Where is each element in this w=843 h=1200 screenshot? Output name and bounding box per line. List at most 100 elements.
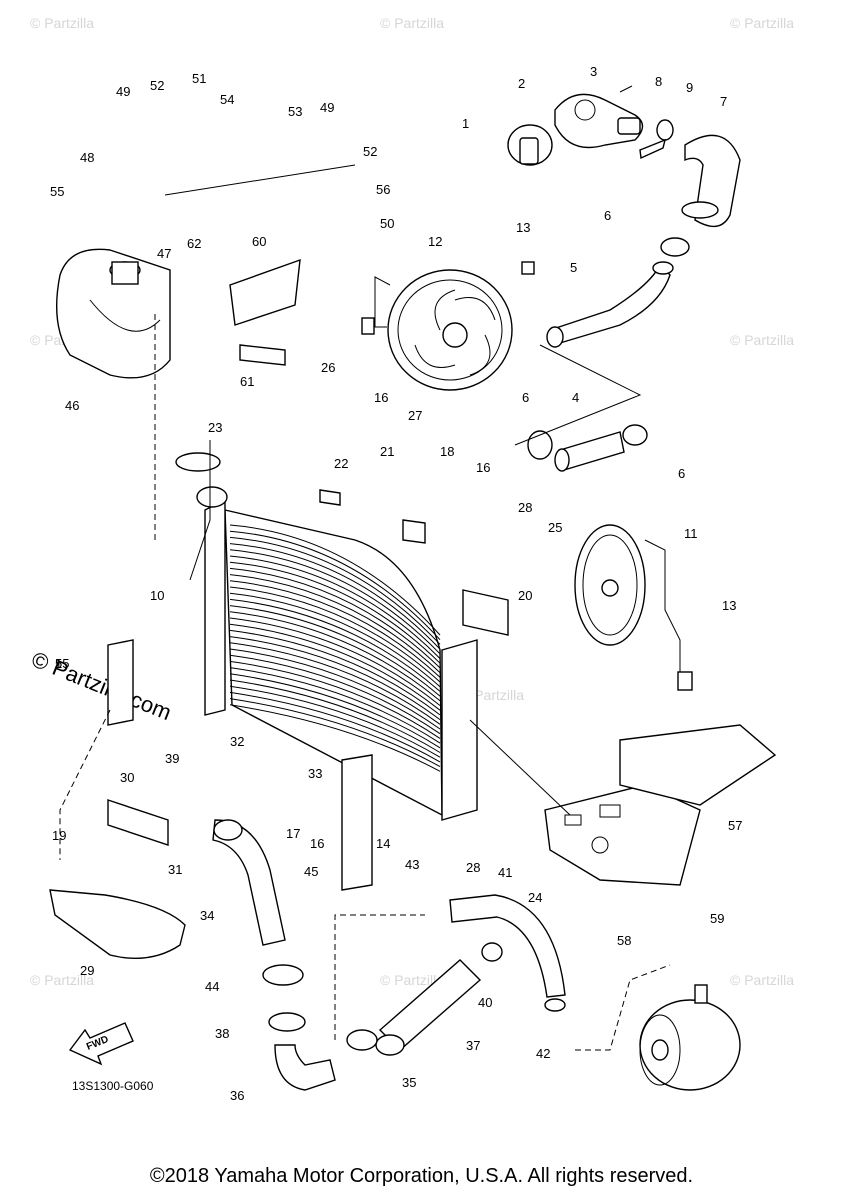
- callout-15: 15: [55, 656, 69, 671]
- callout-4: 4: [572, 390, 579, 405]
- callout-42: 42: [536, 1046, 550, 1061]
- fan-motor-12: [361, 261, 535, 391]
- callout-37: 37: [466, 1038, 480, 1053]
- callout-8: 8: [655, 74, 662, 89]
- bracket-60: [229, 258, 301, 326]
- sponge-14: [341, 754, 373, 891]
- callout-33: 33: [308, 766, 322, 781]
- callout-59: 59: [710, 911, 724, 926]
- callout-39: 39: [165, 751, 179, 766]
- callout-51: 51: [192, 71, 206, 86]
- callout-3: 3: [590, 64, 597, 79]
- callout-6: 6: [522, 390, 529, 405]
- callout-5: 5: [570, 260, 577, 275]
- callout-28: 28: [518, 500, 532, 515]
- callout-62: 62: [187, 236, 201, 251]
- callout-12: 12: [428, 234, 442, 249]
- callout-29: 29: [80, 963, 94, 978]
- callout-40: 40: [478, 995, 492, 1010]
- copyright-notice: ©2018 Yamaha Motor Corporation, U.S.A. A…: [149, 1165, 694, 1187]
- callout-6: 6: [678, 466, 685, 481]
- callout-18: 18: [440, 444, 454, 459]
- cover-29: [49, 889, 186, 960]
- callout-20: 20: [518, 588, 532, 603]
- callout-21: 21: [380, 444, 394, 459]
- callout-34: 34: [200, 908, 214, 923]
- callout-49: 49: [116, 84, 130, 99]
- reservoir-tank-46: [56, 248, 171, 379]
- callout-43: 43: [405, 857, 419, 872]
- callout-45: 45: [304, 864, 318, 879]
- callout-17: 17: [286, 826, 300, 841]
- sponge-61: [239, 344, 286, 366]
- water-pump: [639, 984, 741, 1091]
- callout-26: 26: [321, 360, 335, 375]
- callout-10: 10: [150, 588, 164, 603]
- callout-19: 19: [52, 828, 66, 843]
- callout-30: 30: [120, 770, 134, 785]
- callout-14: 14: [376, 836, 390, 851]
- callout-58: 58: [617, 933, 631, 948]
- callout-7: 7: [720, 94, 727, 109]
- callout-11: 11: [684, 526, 698, 541]
- callout-16: 16: [476, 460, 490, 475]
- diagram-code: 13S1300-G060: [72, 1079, 154, 1093]
- callout-50: 50: [380, 216, 394, 231]
- callout-36: 36: [230, 1088, 244, 1103]
- callout-38: 38: [215, 1026, 229, 1041]
- sponge-22: [319, 489, 341, 506]
- callout-47: 47: [157, 246, 171, 261]
- watermark: © Partzilla: [730, 972, 794, 988]
- hose-7: [639, 119, 741, 228]
- callout-48: 48: [80, 150, 94, 165]
- callout-60: 60: [252, 234, 266, 249]
- sponge-21: [402, 519, 426, 544]
- callout-55: 55: [50, 184, 64, 199]
- radiator-cap-23: [175, 452, 228, 508]
- fwd-arrow-icon: FWD: [68, 1022, 134, 1066]
- callout-57: 57: [728, 818, 742, 833]
- callout-53: 53: [288, 104, 302, 119]
- callout-22: 22: [334, 456, 348, 471]
- callout-28: 28: [466, 860, 480, 875]
- thermostat-assembly: [507, 85, 644, 166]
- callout-25: 25: [548, 520, 562, 535]
- callout-9: 9: [686, 80, 693, 95]
- callout-56: 56: [376, 182, 390, 197]
- callout-2: 2: [518, 76, 525, 91]
- watermark: © Partzilla: [380, 972, 444, 988]
- callout-16: 16: [374, 390, 388, 405]
- radiator-10: [204, 498, 478, 821]
- callout-1: 1: [462, 116, 469, 131]
- callout-44: 44: [205, 979, 219, 994]
- callout-13: 13: [516, 220, 530, 235]
- callout-35: 35: [402, 1075, 416, 1090]
- hose-34: [212, 819, 286, 946]
- callout-46: 46: [65, 398, 79, 413]
- callout-54: 54: [220, 92, 234, 107]
- callout-41: 41: [498, 865, 512, 880]
- hose-36: [262, 964, 336, 1091]
- watermark: © Partzilla: [380, 15, 444, 31]
- callout-13: 13: [722, 598, 736, 613]
- sponge-15: [107, 639, 134, 726]
- callout-5: 5: [55, 656, 62, 671]
- pipe-37: [346, 942, 503, 1056]
- callout-52: 52: [150, 78, 164, 93]
- callout-52: 52: [363, 144, 377, 159]
- guide-lines: [59, 164, 671, 1051]
- fan-motor-11: [574, 524, 693, 691]
- hose-41: [449, 894, 566, 1012]
- sponge-30: [107, 799, 169, 846]
- watermark: © Partzilla: [730, 332, 794, 348]
- hose-5: [546, 237, 690, 348]
- callout-32: 32: [230, 734, 244, 749]
- watermark: © Partzilla: [30, 972, 94, 988]
- hose-4: [527, 424, 648, 472]
- watermark: © Partzilla: [30, 15, 94, 31]
- watermark-main: © Partzilla.com: [28, 646, 175, 725]
- callout-49: 49: [320, 100, 334, 115]
- sponges: [107, 344, 509, 891]
